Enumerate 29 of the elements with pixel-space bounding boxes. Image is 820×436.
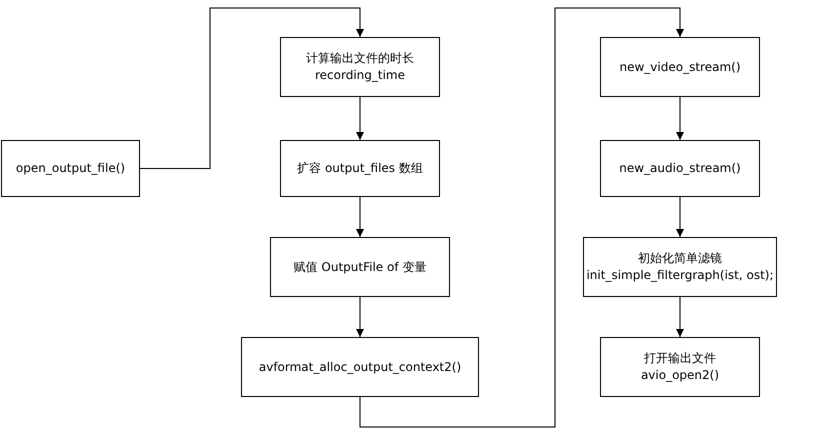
box-text: 打开输出文件 bbox=[644, 350, 716, 367]
box-text: recording_time bbox=[315, 67, 405, 84]
process-box bbox=[600, 337, 760, 397]
arrow bbox=[356, 196, 364, 238]
process-box bbox=[1, 140, 140, 197]
box-text: open_output_file() bbox=[16, 160, 126, 177]
box-text: 初始化简单滤镜 bbox=[638, 250, 722, 267]
arrow bbox=[676, 96, 684, 140]
arrow bbox=[676, 296, 684, 338]
box-text: avio_open2() bbox=[640, 367, 720, 384]
box-text: 扩容 output_files 数组 bbox=[297, 160, 423, 177]
process-box bbox=[280, 140, 440, 197]
process-box bbox=[583, 237, 777, 297]
process-box bbox=[280, 37, 440, 97]
process-box bbox=[270, 237, 450, 297]
box-text: 计算输出文件的时长 bbox=[306, 50, 414, 67]
process-box bbox=[600, 140, 760, 197]
box-text: new_video_stream() bbox=[620, 58, 740, 76]
process-box bbox=[241, 337, 479, 397]
arrow bbox=[676, 196, 684, 238]
box-text: init_simple_filtergraph(ist, ost); bbox=[586, 267, 774, 284]
box-text: avformat_alloc_output_context2() bbox=[258, 358, 462, 376]
arrow bbox=[140, 8, 364, 169]
box-text: 赋值 OutputFile of 变量 bbox=[294, 258, 426, 276]
arrow bbox=[356, 96, 364, 140]
arrow bbox=[356, 296, 364, 338]
arrow bbox=[360, 8, 684, 428]
process-box bbox=[600, 37, 760, 97]
box-text: new_audio_stream() bbox=[619, 160, 741, 177]
